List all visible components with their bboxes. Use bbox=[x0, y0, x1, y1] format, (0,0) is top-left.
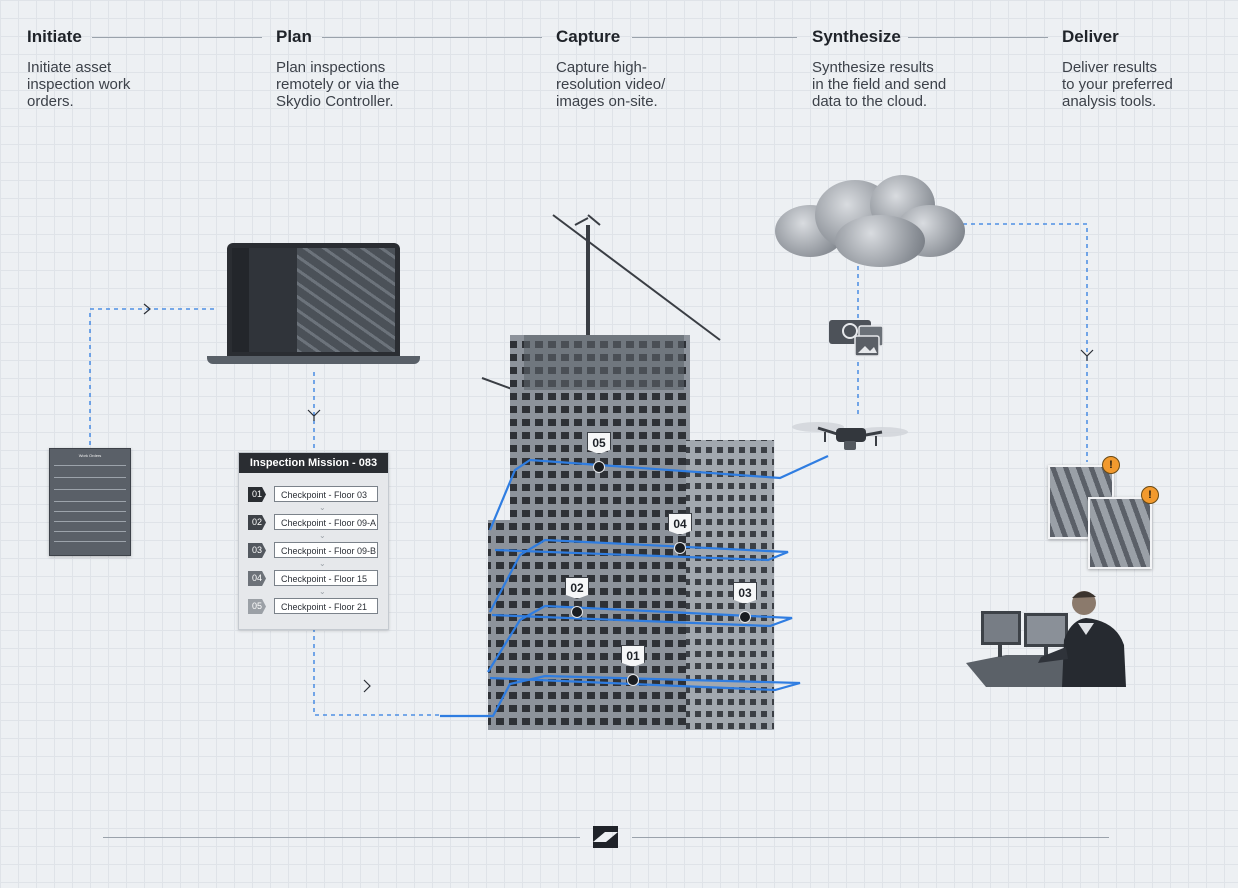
work-order-rule bbox=[54, 465, 126, 466]
checkpoint-item: 02 Checkpoint - Floor 09-A bbox=[248, 514, 380, 532]
connector-initiate-plan bbox=[89, 308, 218, 445]
checkpoint-number: 03 bbox=[248, 543, 266, 558]
waypoint-dot bbox=[593, 461, 605, 473]
inspection-photo bbox=[1088, 497, 1152, 569]
warning-icon: ! bbox=[1102, 456, 1120, 474]
chevron-down-icon: ⌄ bbox=[319, 587, 326, 596]
checkpoint-label: Checkpoint - Floor 09-B bbox=[274, 542, 378, 558]
step-connector bbox=[92, 37, 262, 38]
step-title: Initiate bbox=[27, 27, 82, 46]
step-plan: Plan Plan inspections remotely or via th… bbox=[276, 27, 399, 110]
cloud-icon bbox=[775, 175, 968, 270]
laptop-screen bbox=[232, 248, 395, 352]
aerial-map bbox=[297, 248, 395, 352]
footer-divider bbox=[103, 837, 580, 838]
checkpoint-label: Checkpoint - Floor 09-A bbox=[274, 514, 378, 530]
connector-cloud-deliver bbox=[955, 223, 1088, 462]
connector-mission-capture bbox=[313, 628, 440, 716]
checkpoint-label: Checkpoint - Floor 15 bbox=[274, 570, 378, 586]
checkpoint-label: Checkpoint - Floor 21 bbox=[274, 598, 378, 614]
waypoint-label: 03 bbox=[733, 582, 757, 604]
checkpoint-item: 05 Checkpoint - Floor 21 bbox=[248, 598, 380, 616]
checkpoint-number: 05 bbox=[248, 599, 266, 614]
arrow-down-icon bbox=[307, 409, 321, 421]
chevron-down-icon: ⌄ bbox=[319, 531, 326, 540]
waypoint-dot bbox=[739, 611, 751, 623]
step-description: Plan inspections remotely or via the Sky… bbox=[276, 59, 400, 110]
chevron-down-icon: ⌄ bbox=[319, 559, 326, 568]
step-deliver: Deliver Deliver results to your preferre… bbox=[1062, 27, 1173, 110]
step-description: Initiate asset inspection work orders. bbox=[27, 59, 131, 110]
waypoint-label: 02 bbox=[565, 577, 589, 599]
checkpoint-label: Checkpoint - Floor 03 bbox=[274, 486, 378, 502]
laptop-lid bbox=[227, 243, 400, 356]
step-description: Synthesize results in the field and send… bbox=[812, 59, 947, 110]
mission-title: Inspection Mission - 083 bbox=[239, 453, 388, 473]
arrow-right-icon bbox=[363, 679, 371, 693]
checkpoint-item: 01 Checkpoint - Floor 03 bbox=[248, 486, 380, 504]
step-description: Deliver results to your preferred analys… bbox=[1062, 59, 1173, 110]
waypoint-label: 04 bbox=[668, 513, 692, 535]
step-capture: Capture Capture high- resolution video/ … bbox=[556, 27, 665, 110]
tower-main bbox=[510, 335, 690, 730]
analyst-workstation bbox=[966, 591, 1126, 687]
work-order-rule bbox=[54, 489, 126, 490]
arrow-down-icon bbox=[1080, 349, 1094, 361]
step-title: Plan bbox=[276, 27, 312, 46]
waypoint-label: 05 bbox=[587, 432, 611, 454]
waypoint-dot bbox=[571, 606, 583, 618]
step-title: Capture bbox=[556, 27, 621, 46]
waypoint-label: 01 bbox=[621, 645, 645, 667]
step-connector bbox=[908, 37, 1048, 38]
app-sidebar bbox=[232, 248, 249, 352]
checkpoint-item: 03 Checkpoint - Floor 09-B bbox=[248, 542, 380, 560]
work-order-rule bbox=[54, 521, 126, 522]
work-order-document: Work Orders bbox=[49, 448, 131, 556]
laptop-base bbox=[207, 356, 420, 364]
waypoint-dot bbox=[627, 674, 639, 686]
checkpoint-number: 04 bbox=[248, 571, 266, 586]
waypoint-dot bbox=[674, 542, 686, 554]
image-gallery-icon bbox=[829, 320, 884, 357]
step-connector bbox=[632, 37, 797, 38]
step-title: Synthesize bbox=[812, 27, 901, 46]
chevron-down-icon: ⌄ bbox=[319, 503, 326, 512]
checkpoint-item: 04 Checkpoint - Floor 15 bbox=[248, 570, 380, 588]
footer-divider bbox=[632, 837, 1109, 838]
skydio-logo-icon bbox=[593, 826, 618, 848]
checkpoint-number: 01 bbox=[248, 487, 266, 502]
inspection-mission-panel: Inspection Mission - 083 01 Checkpoint -… bbox=[238, 452, 389, 630]
step-title: Deliver bbox=[1062, 27, 1119, 46]
scaffold-top bbox=[524, 335, 684, 390]
warning-icon: ! bbox=[1141, 486, 1159, 504]
work-order-title: Work Orders bbox=[78, 453, 102, 458]
flight-path bbox=[440, 455, 829, 718]
step-description: Capture high- resolution video/ images o… bbox=[556, 59, 666, 110]
checkpoint-number: 02 bbox=[248, 515, 266, 530]
work-order-rule bbox=[54, 511, 126, 512]
work-order-rule bbox=[54, 531, 126, 532]
step-synthesize: Synthesize Synthesize results in the fie… bbox=[812, 27, 946, 110]
work-order-rule bbox=[54, 541, 126, 542]
step-connector bbox=[322, 37, 542, 38]
work-order-rule bbox=[54, 501, 126, 502]
arrow-right-icon bbox=[143, 303, 151, 315]
step-initiate: Initiate Initiate asset inspection work … bbox=[27, 27, 130, 110]
work-order-rule bbox=[54, 477, 126, 478]
app-panel bbox=[249, 248, 297, 352]
